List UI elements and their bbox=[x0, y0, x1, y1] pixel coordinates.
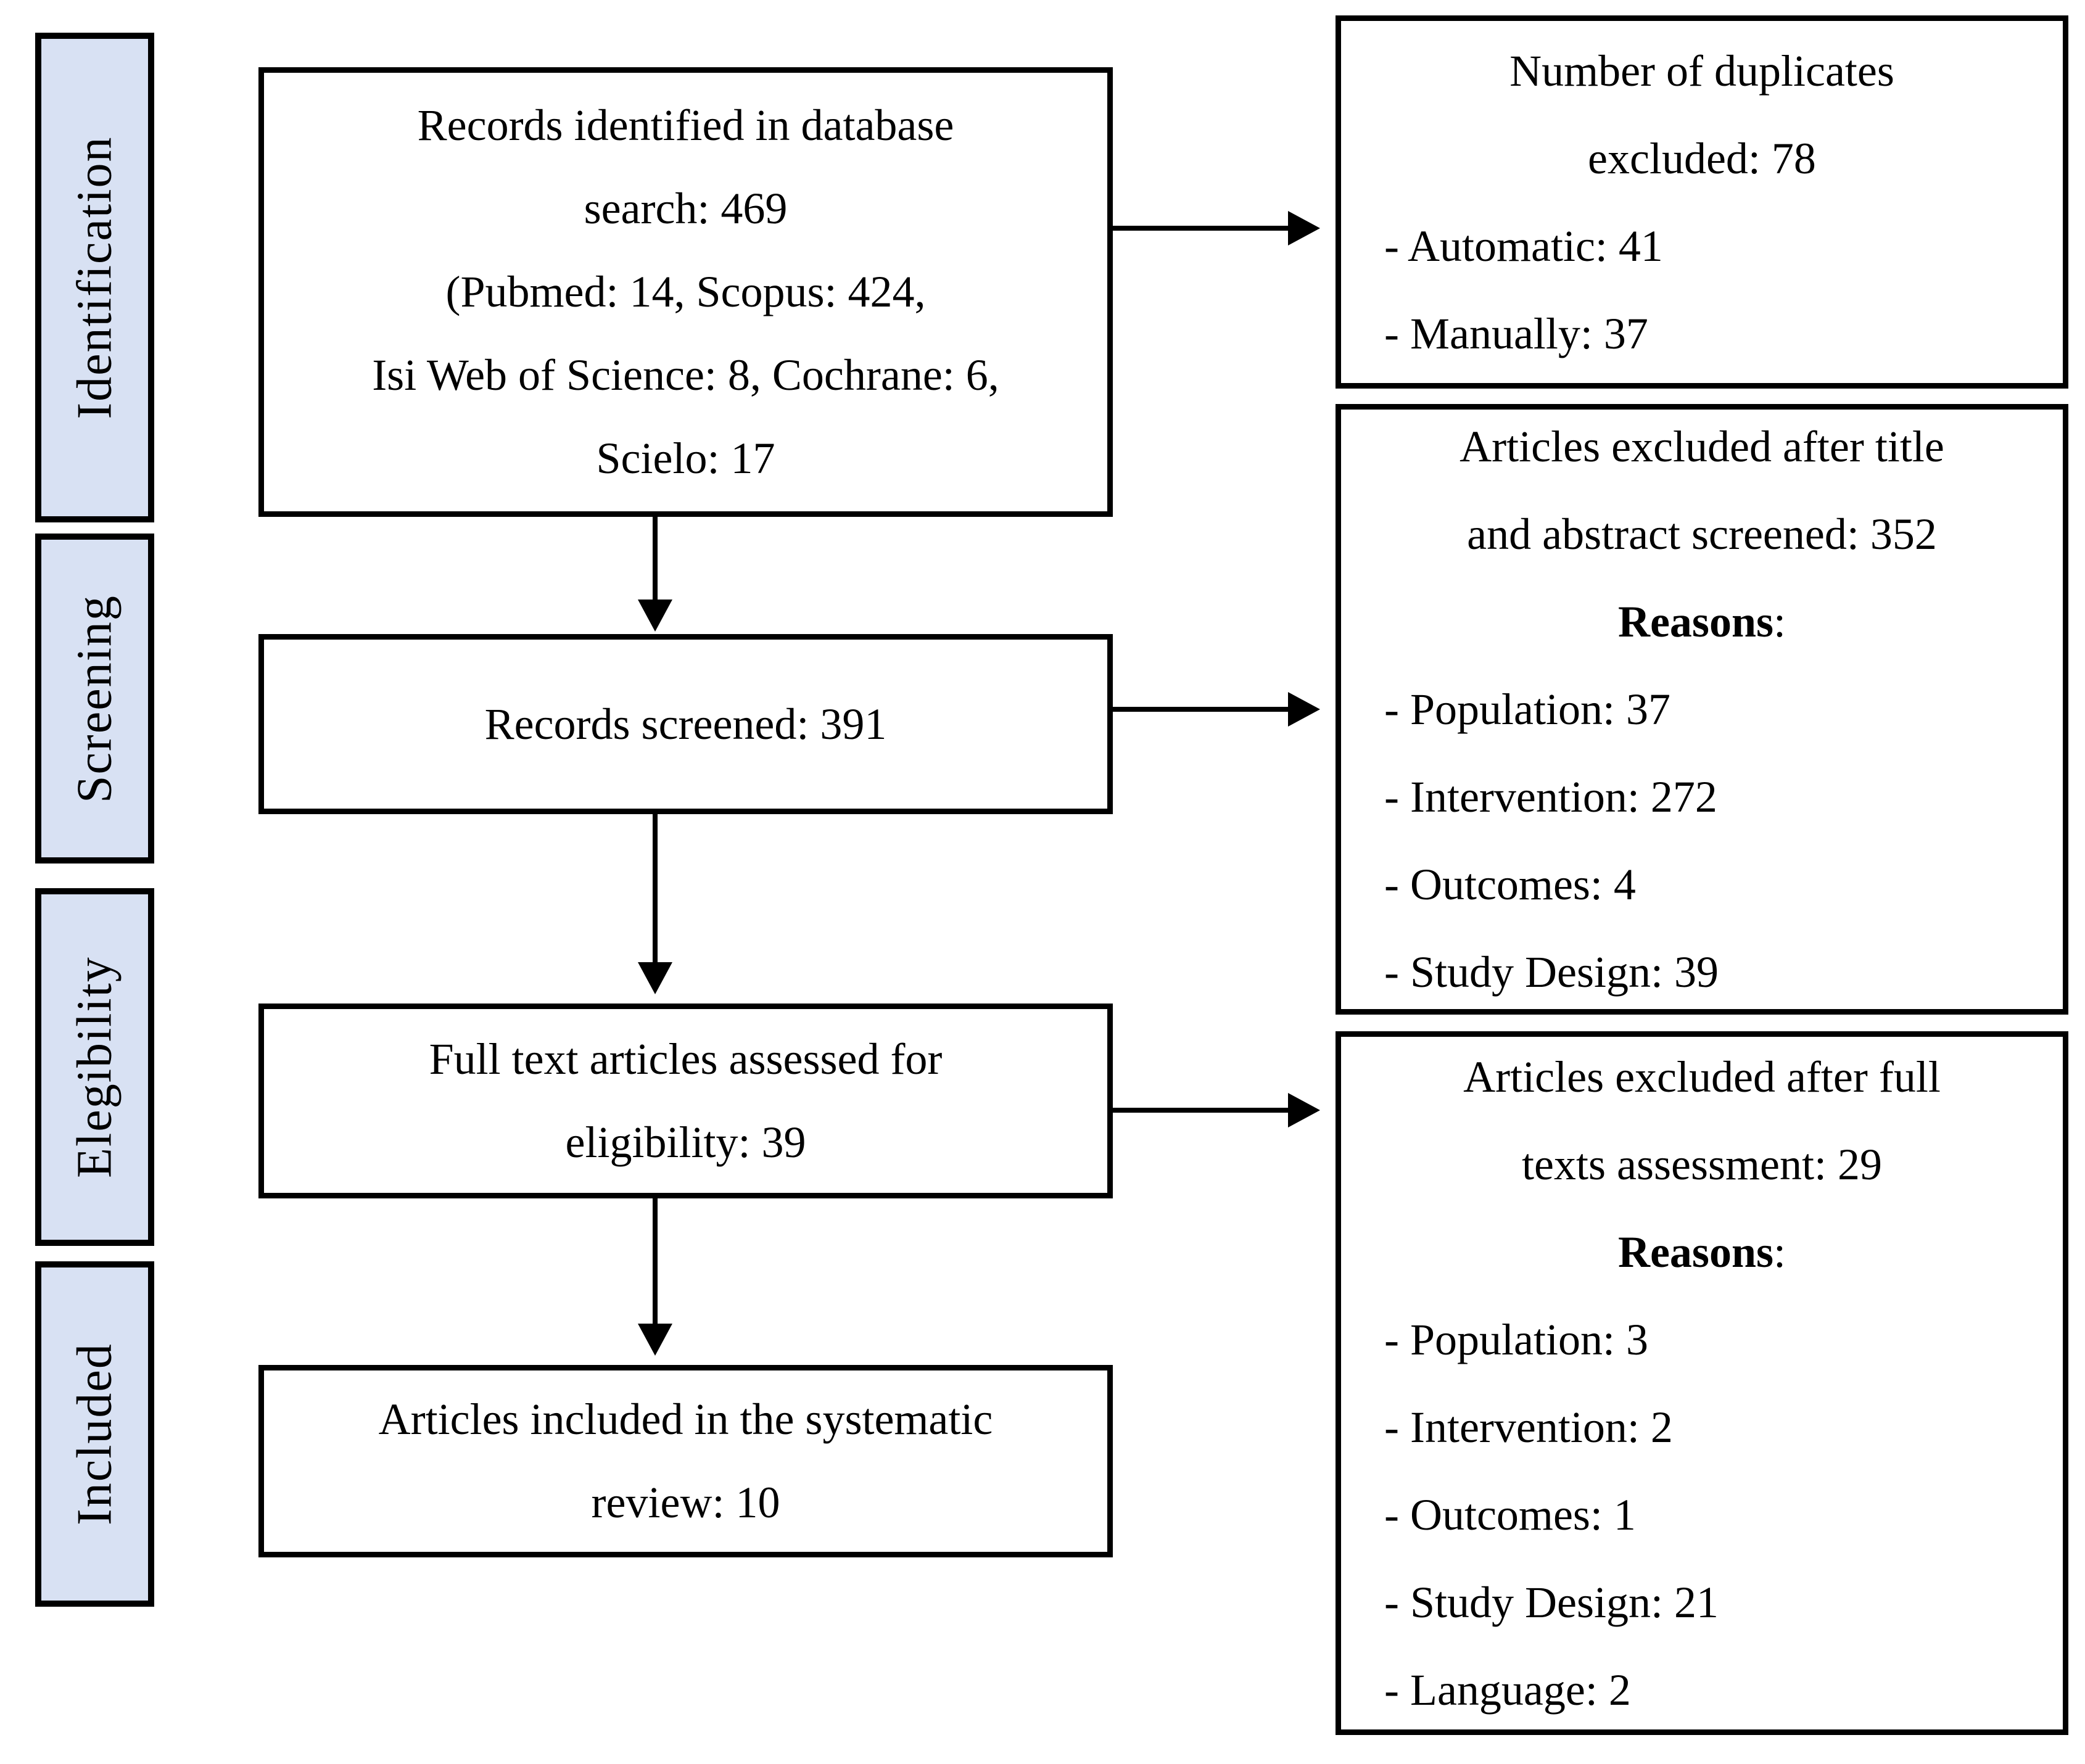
stage-included: Included bbox=[35, 1261, 154, 1607]
box-fulltext-assessed-line: Full text articles assessed for bbox=[429, 1034, 943, 1084]
box-records-identified-line: Records identified in database bbox=[417, 101, 954, 150]
box-excluded-fulltext-item: - Study Design: 21 bbox=[1384, 1577, 1719, 1627]
box-records-identified-line: (Pubmed: 14, Scopus: 424, bbox=[445, 267, 926, 316]
box-records-identified: Records identified in database search: 4… bbox=[258, 67, 1113, 517]
box-articles-included-line: Articles included in the systematic bbox=[378, 1395, 993, 1444]
box-excluded-title-abstract-item: - Intervention: 272 bbox=[1384, 772, 1717, 822]
box-excluded-fulltext-title: Articles excluded after full bbox=[1463, 1052, 1941, 1102]
box-duplicates-excluded-item: - Automatic: 41 bbox=[1384, 221, 1663, 271]
stage-elegibility: Elegibility bbox=[35, 888, 154, 1246]
stage-included-label: Included bbox=[67, 1343, 122, 1525]
box-records-screened-line: Records screened: 391 bbox=[484, 699, 887, 749]
box-records-identified-line: Scielo: 17 bbox=[596, 434, 775, 483]
stage-identification: Identification bbox=[35, 33, 154, 522]
box-articles-included: Articles included in the systematic revi… bbox=[258, 1365, 1113, 1557]
box-records-identified-line: Isi Web of Science: 8, Cochrane: 6, bbox=[372, 350, 999, 400]
stage-screening-label: Screening bbox=[67, 594, 122, 803]
box-records-identified-line: search: 469 bbox=[584, 184, 788, 233]
box-records-screened: Records screened: 391 bbox=[258, 634, 1113, 814]
box-duplicates-excluded: Number of duplicates excluded: 78 - Auto… bbox=[1336, 15, 2068, 389]
box-excluded-fulltext-item: - Language: 2 bbox=[1384, 1665, 1631, 1715]
box-excluded-title-abstract-item: - Population: 37 bbox=[1384, 685, 1670, 734]
stage-screening: Screening bbox=[35, 534, 154, 863]
stage-elegibility-label: Elegibility bbox=[67, 956, 122, 1178]
box-excluded-fulltext: Articles excluded after full texts asses… bbox=[1336, 1031, 2068, 1735]
box-excluded-fulltext-item: - Population: 3 bbox=[1384, 1314, 1648, 1364]
box-duplicates-excluded-title: excluded: 78 bbox=[1588, 133, 1816, 183]
box-duplicates-excluded-title: Number of duplicates bbox=[1509, 46, 1894, 96]
box-excluded-title-abstract: Articles excluded after title and abstra… bbox=[1336, 404, 2068, 1015]
box-excluded-fulltext-item: - Outcomes: 1 bbox=[1384, 1490, 1636, 1539]
reasons-heading: Reasons: bbox=[1617, 1227, 1786, 1277]
box-articles-included-line: review: 10 bbox=[591, 1478, 780, 1527]
box-fulltext-assessed: Full text articles assessed for eligibil… bbox=[258, 1004, 1113, 1198]
box-excluded-title-abstract-item: - Study Design: 39 bbox=[1384, 947, 1719, 997]
box-excluded-title-abstract-title: Articles excluded after title bbox=[1460, 422, 1944, 471]
box-excluded-title-abstract-item: - Outcomes: 4 bbox=[1384, 860, 1636, 909]
box-duplicates-excluded-item: - Manually: 37 bbox=[1384, 308, 1648, 358]
box-excluded-title-abstract-title: and abstract screened: 352 bbox=[1467, 509, 1937, 559]
box-excluded-fulltext-title: texts assessment: 29 bbox=[1522, 1139, 1882, 1189]
stage-identification-label: Identification bbox=[67, 136, 122, 419]
box-excluded-fulltext-item: - Intervention: 2 bbox=[1384, 1402, 1673, 1452]
reasons-heading: Reasons: bbox=[1617, 597, 1786, 646]
box-fulltext-assessed-line: eligibility: 39 bbox=[565, 1118, 806, 1167]
